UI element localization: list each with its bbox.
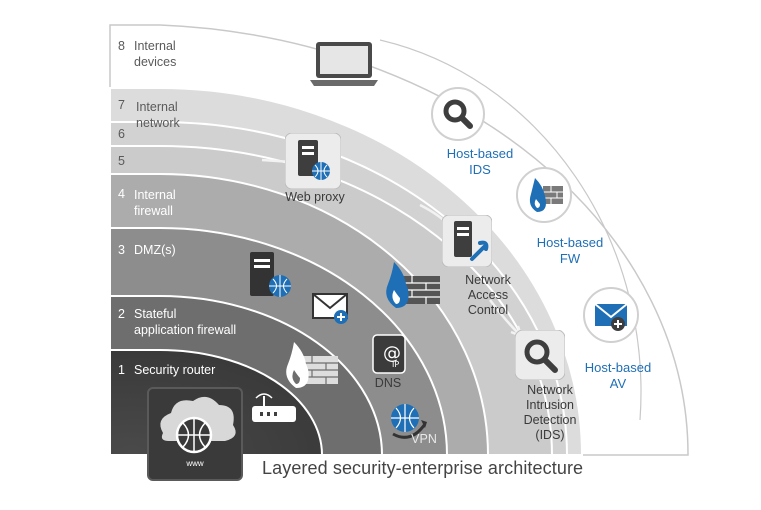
diagram-title: Layered security-enterprise architecture	[262, 458, 584, 478]
firewall-icon	[386, 262, 440, 308]
host-fw-label: Host-based FW	[536, 235, 604, 266]
vpn-icon	[391, 404, 427, 439]
svg-text:@: @	[383, 343, 401, 364]
layer-8-number: 8	[118, 39, 125, 53]
layer-3-label: DMZ(s)	[134, 243, 176, 257]
network-access-control-icon	[442, 215, 492, 267]
layer-8-label: Internal devices	[134, 39, 177, 69]
vpn-label: VPN	[411, 432, 437, 446]
router-icon	[252, 393, 296, 422]
layer-3-number: 3	[118, 243, 125, 257]
layer-7-number: 7	[118, 98, 125, 112]
svg-text:IP: IP	[392, 360, 399, 369]
application-firewall-icon	[286, 342, 338, 388]
host-ids-label: Host-based IDS	[446, 146, 514, 177]
nids-label: Network Intrusion Detection (IDS)	[523, 383, 577, 442]
www-label: www	[186, 459, 204, 468]
layer-4-label: Internal firewall	[134, 188, 176, 218]
layer-4-number: 4	[118, 187, 125, 201]
web-proxy-server-icon	[285, 133, 341, 189]
dns-label: DNS	[374, 376, 402, 390]
web-proxy-label: Web proxy	[285, 190, 345, 204]
host-av-icon	[583, 287, 639, 343]
layer-2-number: 2	[118, 307, 125, 321]
host-firewall-icon	[516, 167, 572, 223]
cloud-globe-icon	[160, 396, 236, 454]
laptop-icon	[310, 42, 378, 86]
magnifier-icon	[515, 330, 565, 380]
layer-7-label: Internal network	[136, 100, 180, 130]
dmz-server-icon	[250, 252, 291, 297]
internet-cloud-box: www	[147, 387, 243, 481]
nac-label: Network Access Control	[465, 273, 511, 317]
layer-1-label: Security router	[134, 363, 216, 377]
host-av-label: Host-based AV	[584, 360, 652, 391]
dns-icon: @ IP	[372, 334, 406, 374]
layer-5-number: 5	[118, 154, 125, 168]
layer-1-number: 1	[118, 363, 125, 377]
layer-6-number: 6	[118, 127, 125, 141]
host-ids-icon	[431, 87, 485, 141]
email-gateway-icon	[312, 293, 348, 324]
layer-2-label: Stateful application firewall	[134, 307, 237, 337]
